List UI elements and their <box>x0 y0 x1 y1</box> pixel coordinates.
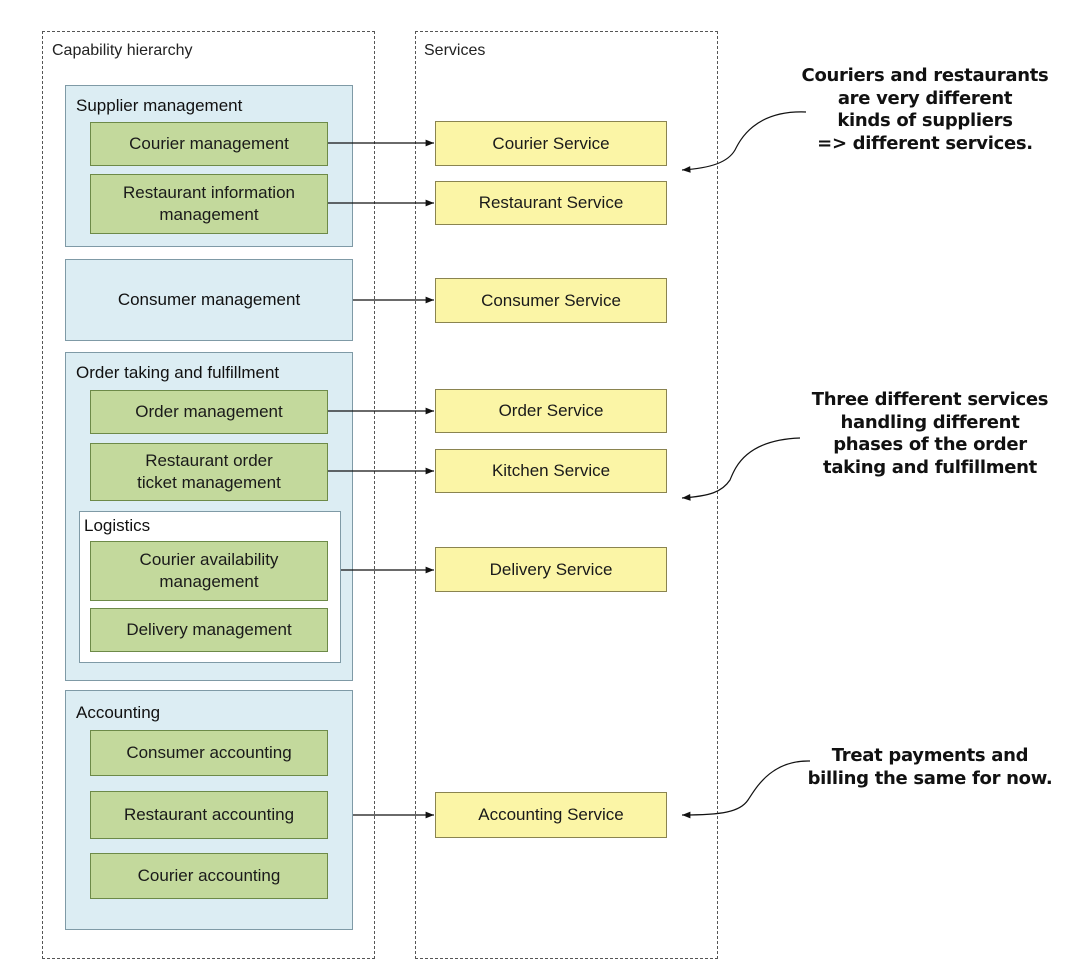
consumer-management-label: Consumer management <box>117 290 301 309</box>
restaurant-information-management-box: Restaurant information management <box>90 174 328 234</box>
courier-management-box: Courier management <box>90 122 328 166</box>
services-title: Services <box>424 42 486 59</box>
order-fulfillment-title: Order taking and fulfillment <box>76 363 280 382</box>
accounting-title: Accounting <box>76 703 161 722</box>
consumer-accounting-box: Consumer accounting <box>90 730 328 776</box>
restaurant-service-box: Restaurant Service <box>435 181 667 225</box>
order-phases-note: Three different services handling differ… <box>811 389 1049 479</box>
accounting-service-box: Accounting Service <box>435 792 667 838</box>
courier-accounting-box: Courier accounting <box>90 853 328 899</box>
consumer-service-box: Consumer Service <box>435 278 667 323</box>
courier-availability-management-box: Courier availability management <box>90 541 328 601</box>
capability-hierarchy-panel <box>42 31 375 959</box>
payments-note: Treat payments and billing the same for … <box>807 745 1053 789</box>
order-management-box: Order management <box>90 390 328 434</box>
consumer-management-group: Consumer management <box>65 259 353 341</box>
supplier-management-title: Supplier management <box>76 96 243 115</box>
restaurant-order-ticket-management-box: Restaurant order ticket management <box>90 443 328 501</box>
delivery-service-box: Delivery Service <box>435 547 667 592</box>
delivery-management-box: Delivery management <box>90 608 328 652</box>
kitchen-service-box: Kitchen Service <box>435 449 667 493</box>
logistics-title: Logistics <box>84 516 151 535</box>
capability-hierarchy-title: Capability hierarchy <box>52 42 193 59</box>
courier-service-box: Courier Service <box>435 121 667 166</box>
suppliers-note: Couriers and restaurants are very differ… <box>801 65 1049 155</box>
order-service-box: Order Service <box>435 389 667 433</box>
restaurant-accounting-box: Restaurant accounting <box>90 791 328 839</box>
